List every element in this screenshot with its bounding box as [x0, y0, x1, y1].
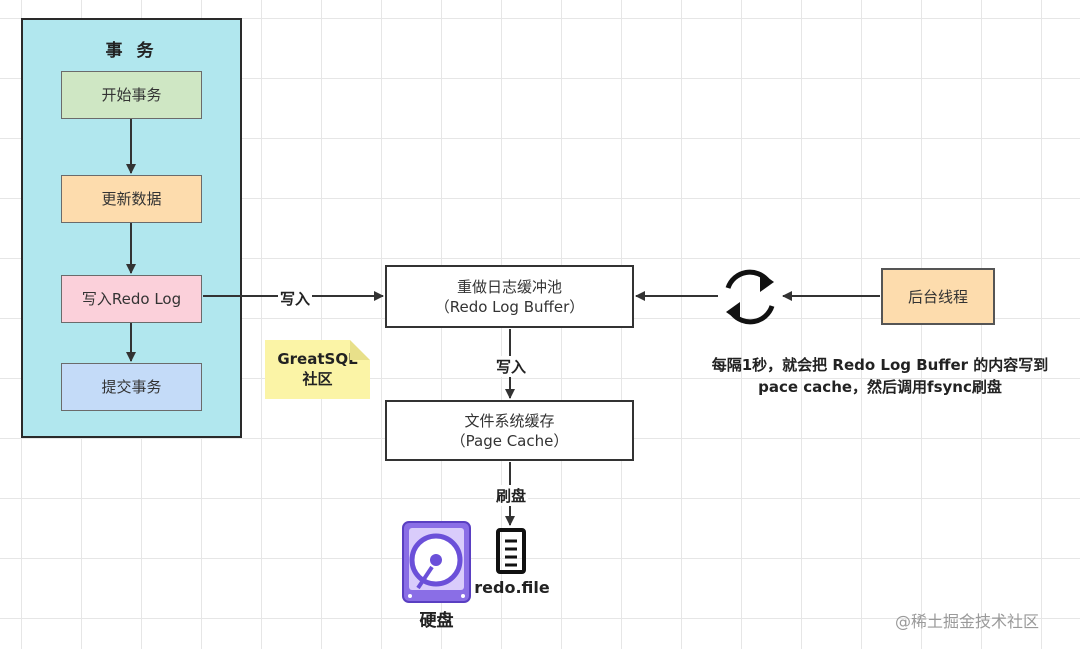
step-start-label: 开始事务 — [101, 86, 162, 104]
note-line2: 社区 — [302, 370, 333, 388]
step-start-transaction[interactable]: 开始事务 — [61, 71, 202, 119]
watermark: @稀土掘金技术社区 — [895, 612, 1040, 631]
edge-label-cache-to-disk: 刷盘 — [494, 485, 529, 506]
step-commit-label: 提交事务 — [101, 378, 162, 396]
step-commit-transaction[interactable]: 提交事务 — [61, 363, 202, 411]
disk-label: 硬盘 — [419, 611, 454, 631]
step-update-label: 更新数据 — [101, 190, 162, 208]
note-line1: GreatSQL — [277, 350, 358, 368]
description-line2: pace cache，然后调用fsync刷盘 — [758, 378, 1002, 396]
description-text: 每隔1秒，就会把 Redo Log Buffer 的内容写到 pace cach… — [700, 354, 1060, 398]
file-label: redo.file — [474, 578, 550, 597]
edge-label-buffer-to-cache: 写入 — [494, 356, 529, 377]
description-line1: 每隔1秒，就会把 Redo Log Buffer 的内容写到 — [711, 356, 1049, 374]
edge-label-write-to-buffer: 写入 — [278, 288, 313, 309]
page-cache-box[interactable]: 文件系统缓存 （Page Cache） — [385, 400, 634, 461]
step-write-redo-log[interactable]: 写入Redo Log — [61, 275, 202, 323]
step-update-data[interactable]: 更新数据 — [61, 175, 202, 223]
file-document-icon — [496, 528, 526, 574]
cache-subtitle: （Page Cache） — [450, 431, 569, 450]
transaction-title: 事 务 — [105, 41, 158, 61]
buffer-subtitle: （Redo Log Buffer） — [434, 297, 585, 316]
note-fold-corner — [350, 340, 370, 360]
step-write-label: 写入Redo Log — [81, 290, 182, 308]
buffer-title: 重做日志缓冲池 — [456, 277, 562, 296]
hard-disk-icon — [402, 521, 471, 603]
background-thread-label: 后台线程 — [907, 287, 968, 306]
background-thread-box[interactable]: 后台线程 — [881, 268, 995, 325]
cache-title: 文件系统缓存 — [464, 411, 555, 430]
redo-log-buffer-box[interactable]: 重做日志缓冲池 （Redo Log Buffer） — [385, 265, 634, 328]
refresh-cycle-icon — [725, 269, 775, 325]
